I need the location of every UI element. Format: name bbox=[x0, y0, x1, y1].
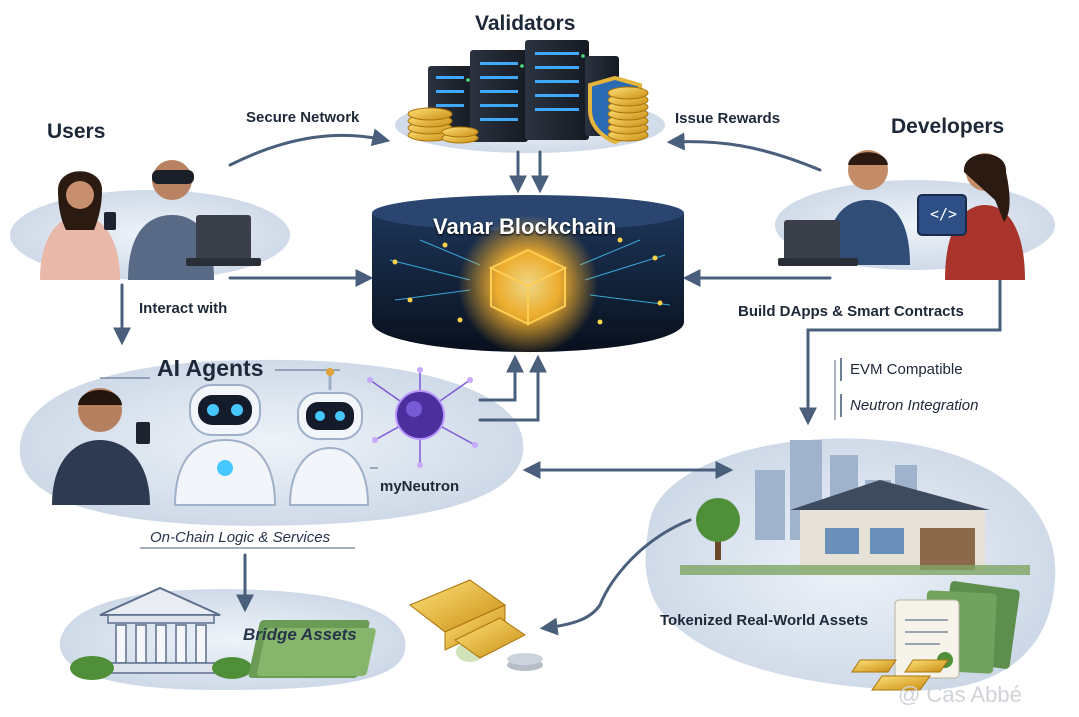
on-chain-logic-label: On-Chain Logic & Services bbox=[150, 529, 331, 546]
arrow-developers-down bbox=[799, 278, 1002, 426]
arrow-secure-network bbox=[228, 128, 391, 167]
evm-compatible-tag: EVM Compatible bbox=[840, 358, 971, 381]
developer-man-with-laptop bbox=[778, 150, 910, 266]
issue-rewards-label: Issue Rewards bbox=[675, 110, 781, 127]
validator-servers bbox=[428, 40, 619, 142]
robot-large bbox=[173, 384, 277, 506]
arrow-rwa-to-bridge bbox=[539, 518, 692, 636]
rwa-illustration bbox=[680, 440, 1030, 691]
my-neutron-label: myNeutron bbox=[380, 478, 460, 495]
validators-label: Validators bbox=[475, 12, 576, 35]
tokenized-rwa-label: Tokenized Real-World Assets bbox=[660, 612, 869, 629]
arrow-ai-to-chain-1 bbox=[478, 354, 524, 402]
robot-small bbox=[288, 368, 370, 506]
glowing-cube bbox=[488, 248, 568, 326]
ai-agents-illustration bbox=[52, 367, 478, 506]
user-woman-with-phone bbox=[40, 171, 120, 280]
document-stack-icon bbox=[894, 581, 1020, 679]
coin-stack-right bbox=[607, 86, 649, 142]
person-with-phone bbox=[52, 388, 150, 505]
coin-stack-left bbox=[407, 107, 479, 144]
users-illustration bbox=[40, 160, 261, 280]
interact-with-label: Interact with bbox=[139, 300, 228, 317]
bank-icon bbox=[70, 586, 252, 680]
bridge-assets-label: Bridge Assets bbox=[243, 625, 357, 644]
developers-label: Developers bbox=[891, 115, 1005, 138]
arrows bbox=[113, 128, 1002, 636]
tree-icon bbox=[696, 498, 740, 560]
ai-agents-label: AI Agents bbox=[157, 355, 264, 381]
build-dapps-label: Build DApps & Smart Contracts bbox=[738, 303, 964, 320]
arrow-issue-rewards bbox=[666, 132, 822, 172]
dev-tablet-code-symbol: </> bbox=[930, 205, 958, 223]
secure-network-label: Secure Network bbox=[246, 109, 360, 126]
house-icon bbox=[790, 480, 990, 570]
watermark-text: @ Cas Abbé bbox=[898, 682, 1022, 707]
neutron-orb bbox=[367, 367, 478, 468]
gold-bars-small-icon bbox=[851, 659, 949, 691]
blockchain-cylinder bbox=[372, 195, 684, 355]
developers-illustration bbox=[778, 150, 1025, 280]
user-man-with-vr-headset bbox=[128, 160, 261, 280]
arrow-ai-to-chain-2 bbox=[478, 354, 547, 422]
developer-woman-with-tablet bbox=[917, 153, 1025, 280]
users-label: Users bbox=[47, 120, 106, 143]
cash-and-gold-icon bbox=[248, 579, 543, 678]
blockchain-title: Vanar Blockchain bbox=[433, 214, 617, 239]
neutron-integration-tag: Neutron Integration bbox=[840, 394, 987, 417]
